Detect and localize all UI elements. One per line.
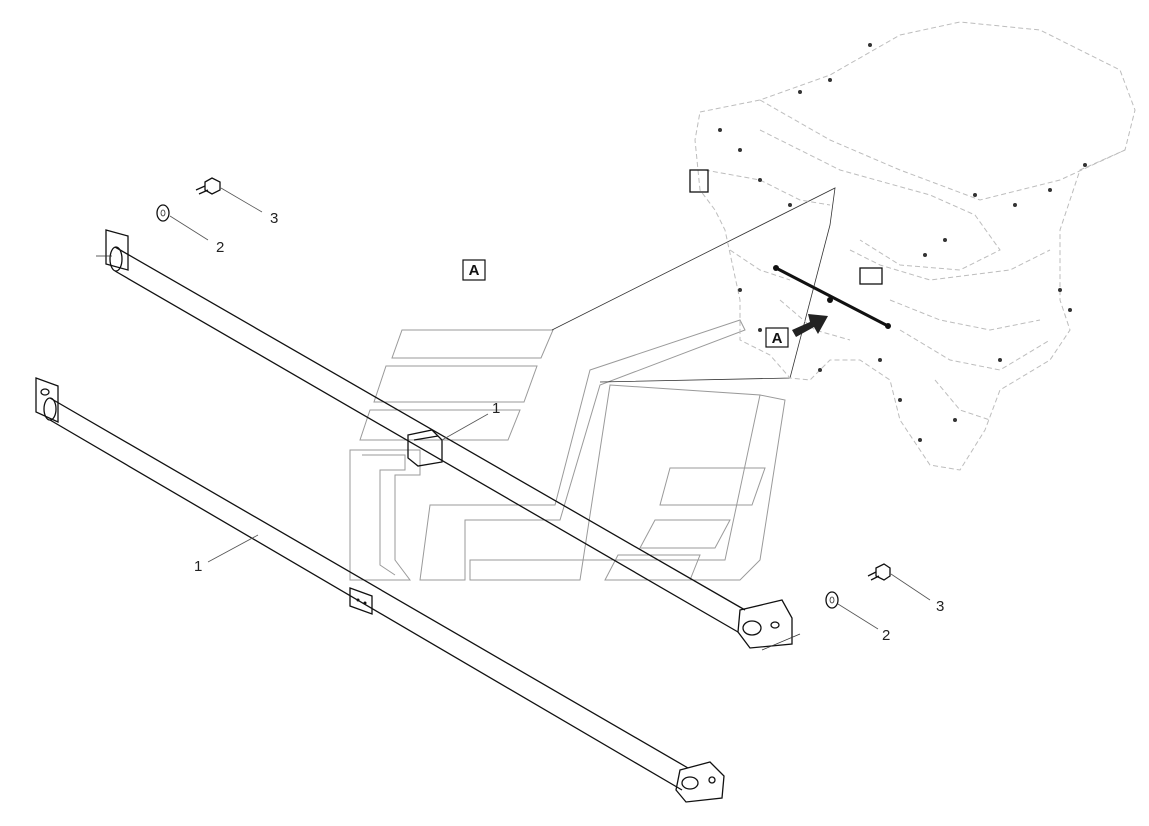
upper-crossbar bbox=[96, 229, 801, 651]
callout-upper-bar: 1 bbox=[492, 400, 500, 417]
callout-washer-top: 2 bbox=[216, 239, 224, 256]
callout-bolt-bottom: 3 bbox=[936, 598, 944, 615]
callout-bolt-top: 3 bbox=[270, 210, 278, 227]
lower-crossbar bbox=[35, 377, 725, 803]
view-arrow-icon bbox=[792, 314, 828, 337]
washer-top bbox=[156, 204, 170, 222]
view-label-small: A bbox=[772, 330, 783, 347]
view-label-box-small: A bbox=[765, 327, 789, 348]
cab-assembly-illustration: A bbox=[689, 21, 1136, 471]
view-label-box: A bbox=[462, 259, 486, 281]
installed-bar-highlight bbox=[773, 265, 891, 329]
bolt-top bbox=[195, 177, 221, 195]
washer-bottom bbox=[825, 591, 839, 609]
callout-washer-bottom: 2 bbox=[882, 627, 890, 644]
watermark-logo bbox=[349, 187, 836, 581]
callout-lower-bar: 1 bbox=[194, 558, 202, 575]
view-label: A bbox=[469, 262, 480, 279]
leader-lines bbox=[169, 187, 931, 630]
bolt-bottom bbox=[867, 563, 891, 581]
